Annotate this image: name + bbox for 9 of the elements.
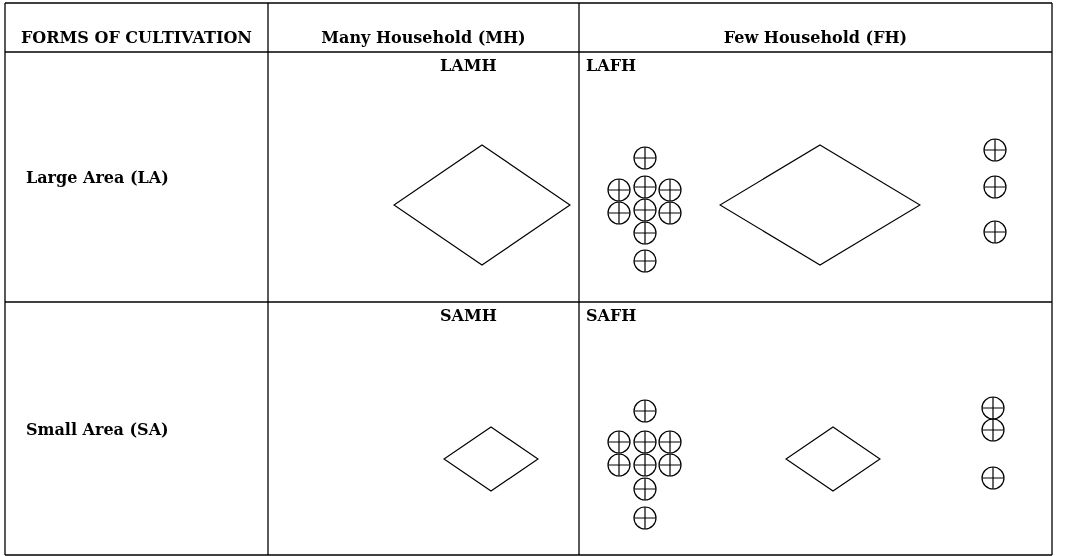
row-header: Large Area (LA): [26, 168, 169, 187]
column-header: Many Household (MH): [321, 28, 526, 47]
cell-label: LAMH: [440, 56, 497, 75]
row-header: Small Area (SA): [26, 420, 169, 439]
cell-label: SAFH: [586, 306, 637, 325]
cell-label: LAFH: [586, 56, 637, 75]
column-header: Few Household (FH): [723, 28, 908, 47]
cell-label: SAMH: [440, 306, 497, 325]
column-header: FORMS OF CULTIVATION: [21, 28, 252, 47]
